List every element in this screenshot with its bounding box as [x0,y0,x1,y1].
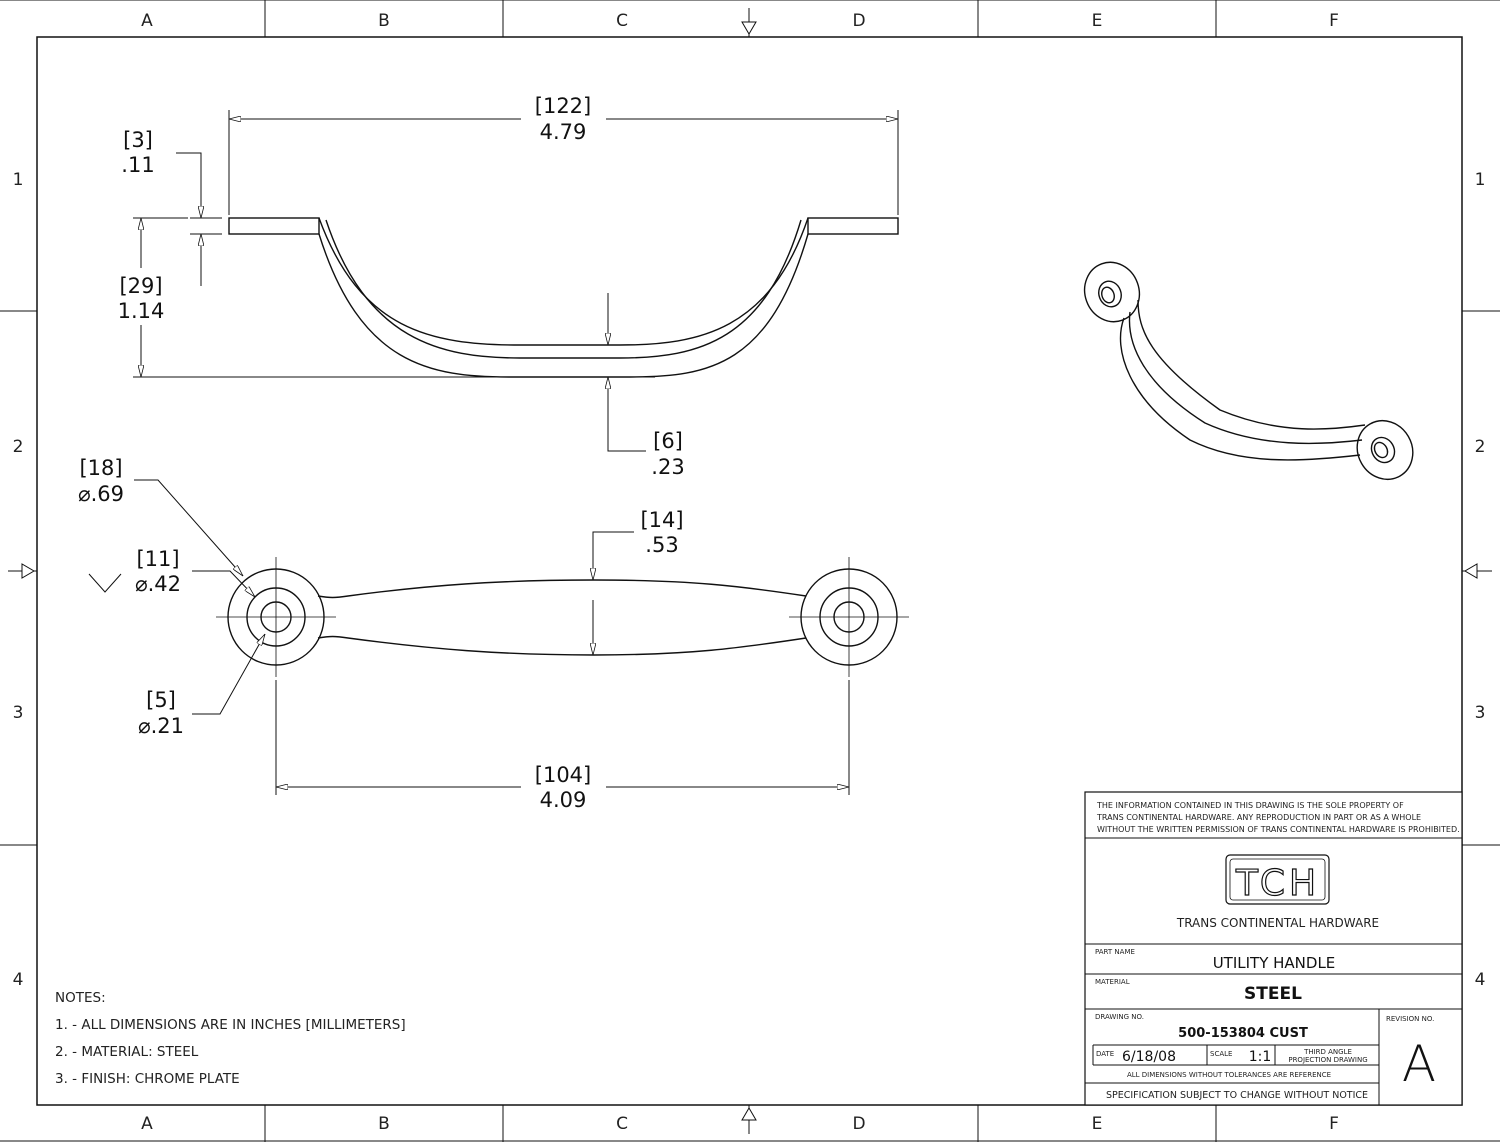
dim-overall-length: [122] 4.79 [228,94,899,215]
zone-row-2-right: 2 [1475,437,1486,457]
dim-bottom-thickness: [6] .23 [608,293,685,479]
zone-row-1-right: 1 [1475,170,1486,190]
dim-overall-length-in: 4.79 [540,120,587,144]
zone-col-c: C [616,11,628,31]
dim-grip-width-mm: [14] [640,508,683,532]
zone-col-d-bottom: D [852,1114,865,1134]
dim-grip-width: [14] .53 [593,508,684,655]
dim-height-mm: [29] [119,274,162,298]
notes-heading: NOTES: [55,990,106,1006]
disclaimer-line-2: TRANS CONTINENTAL HARDWARE. ANY REPRODUC… [1096,813,1421,822]
dim-height-in: 1.14 [118,299,165,323]
date-label: DATE [1096,1050,1114,1058]
drawing-no-label: DRAWING NO. [1095,1013,1144,1021]
dim-hole-dia-in: ⌀.21 [138,714,184,738]
tolerance-note: ALL DIMENSIONS WITHOUT TOLERANCES ARE RE… [1127,1071,1331,1079]
part-name: UTILITY HANDLE [1213,954,1336,972]
dim-hole-spacing-mm: [104] [535,763,591,787]
zone-col-c-bottom: C [616,1114,628,1134]
zone-col-e: E [1092,11,1103,31]
zone-col-f-bottom: F [1329,1114,1339,1134]
projection-line-1: THIRD ANGLE [1303,1048,1352,1056]
dim-countersink-dia-mm: [11] [136,547,179,571]
dim-thickness-in: .11 [121,153,154,177]
dim-grip-width-in: .53 [645,533,678,557]
dim-hole-dia: [5] ⌀.21 [138,634,266,738]
dim-bottom-thickness-mm: [6] [653,429,683,453]
notes: NOTES: 1. - ALL DIMENSIONS ARE IN INCHES… [55,990,406,1087]
note-3: 3. - FINISH: CHROME PLATE [55,1071,240,1087]
dim-thickness-mm: [3] [123,128,153,152]
zone-row-3: 3 [13,703,24,723]
dim-hole-dia-mm: [5] [146,688,176,712]
dim-boss-dia: [18] ⌀.69 [78,456,244,577]
revision-value: A [1402,1035,1436,1093]
zone-col-a: A [141,11,153,31]
front-view [228,217,899,378]
disclaimer-line-1: THE INFORMATION CONTAINED IN THIS DRAWIN… [1096,801,1404,810]
note-1: 1. - ALL DIMENSIONS ARE IN INCHES [MILLI… [55,1017,406,1033]
zone-col-f: F [1329,11,1339,31]
logo-text: TCH [1235,863,1320,904]
drawing-no: 500-153804 CUST [1178,1026,1308,1041]
dim-boss-dia-mm: [18] [79,456,122,480]
material-value: STEEL [1244,984,1302,1004]
dim-height: [29] 1.14 [118,217,655,378]
dim-hole-spacing-in: 4.09 [540,788,587,812]
zone-col-d: D [852,11,865,31]
zone-col-e-bottom: E [1092,1114,1103,1134]
dim-hole-spacing: [104] 4.09 [275,680,850,812]
zone-row-1: 1 [13,170,24,190]
isometric-view [1083,261,1414,480]
material-label: MATERIAL [1095,978,1130,986]
zone-col-b-bottom: B [378,1114,390,1134]
date-value: 6/18/08 [1122,1049,1176,1065]
dim-countersink-dia: [11] ⌀.42 [135,547,256,598]
top-view [88,557,909,677]
zone-row-4-right: 4 [1475,970,1486,990]
projection-line-2: PROJECTION DRAWING [1288,1056,1367,1064]
change-note: SPECIFICATION SUBJECT TO CHANGE WITHOUT … [1106,1090,1368,1101]
part-name-label: PART NAME [1095,948,1135,956]
title-block: THE INFORMATION CONTAINED IN THIS DRAWIN… [1084,791,1463,1106]
scale-label: SCALE [1210,1050,1232,1058]
zone-row-4: 4 [13,970,24,990]
dim-bottom-thickness-in: .23 [651,455,684,479]
countersink-icon [88,573,122,593]
dim-overall-length-mm: [122] [535,94,591,118]
disclaimer-line-3: WITHOUT THE WRITTEN PERMISSION OF TRANS … [1097,825,1460,834]
dim-thickness: [3] .11 [121,128,222,286]
zone-row-3-right: 3 [1475,703,1486,723]
note-2: 2. - MATERIAL: STEEL [55,1044,199,1060]
tch-logo: TCH [1225,854,1330,905]
dim-boss-dia-in: ⌀.69 [78,482,124,506]
company-name: TRANS CONTINENTAL HARDWARE [1176,916,1379,930]
scale-value: 1:1 [1249,1049,1272,1065]
zone-col-b: B [378,11,390,31]
zone-row-2: 2 [13,437,24,457]
zone-col-a-bottom: A [141,1114,153,1134]
dim-countersink-dia-in: ⌀.42 [135,572,181,596]
revision-label: REVISION NO. [1386,1015,1434,1023]
zone-labels: A B C D E F A B C D E F 1 2 3 4 1 2 3 4 [13,11,1486,1134]
